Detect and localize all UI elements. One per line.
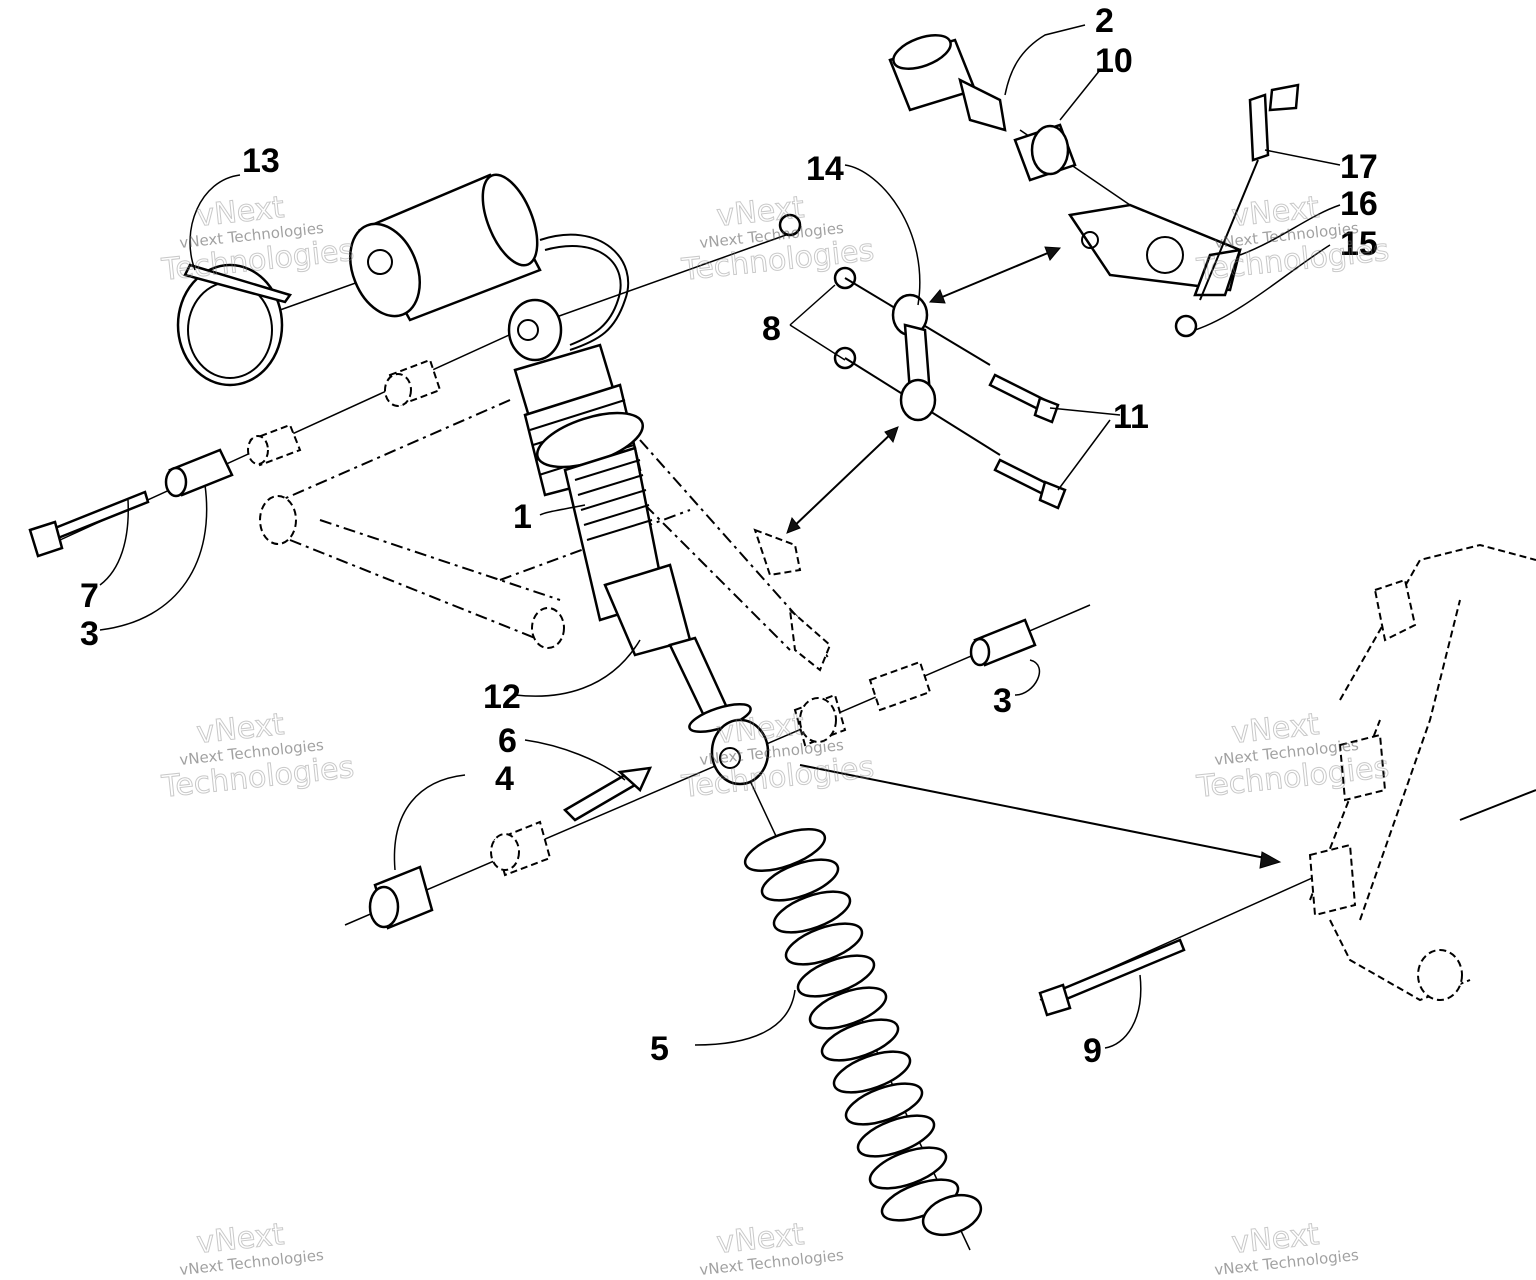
callout-14: 14 — [806, 150, 844, 188]
linkage — [778, 213, 1067, 510]
leader-lines — [99, 24, 1341, 1049]
arrows — [786, 246, 1282, 869]
clamp-ring — [176, 263, 293, 387]
callout-2: 2 — [1095, 2, 1114, 40]
callout-9: 9 — [1083, 1032, 1102, 1070]
spindle-phantom — [1308, 543, 1536, 1002]
lower-hardware — [368, 618, 1037, 930]
callout-8: 8 — [762, 310, 781, 348]
shock-absorber — [507, 298, 770, 786]
upper-hardware — [28, 358, 442, 558]
callout-7: 7 — [80, 577, 99, 615]
callout-16: 16 — [1340, 185, 1378, 223]
a-arm-phantom — [259, 399, 832, 672]
callout-3-lower: 3 — [993, 682, 1012, 720]
callout-4: 4 — [495, 760, 514, 798]
callout-6: 6 — [498, 722, 517, 760]
long-bolt — [1038, 938, 1186, 1017]
callout-5: 5 — [650, 1030, 669, 1068]
callout-1: 1 — [513, 498, 532, 536]
callout-13: 13 — [242, 142, 280, 180]
coil-spring — [743, 827, 983, 1237]
callout-3-upper: 3 — [80, 615, 99, 653]
callout-15: 15 — [1340, 225, 1378, 263]
callout-17: 17 — [1340, 148, 1378, 186]
adjuster-assembly — [888, 34, 1300, 338]
reservoir-canister — [349, 173, 630, 351]
callout-12: 12 — [483, 678, 521, 716]
callout-10: 10 — [1095, 42, 1133, 80]
callout-11: 11 — [1113, 398, 1149, 436]
upper-axis-extension — [519, 229, 801, 331]
callout-numbers: 1 2 3 3 4 5 6 7 8 9 10 11 12 13 14 15 16… — [80, 2, 1378, 1070]
